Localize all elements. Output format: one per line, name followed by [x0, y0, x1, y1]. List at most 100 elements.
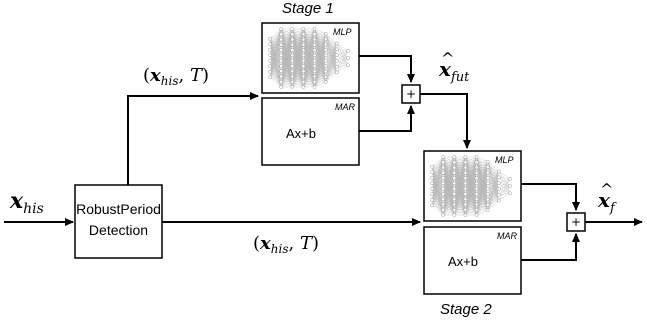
nn-node [268, 36, 272, 41]
nn-edge [280, 28, 293, 77]
nn-node [441, 165, 445, 170]
nn-node [268, 75, 272, 80]
nn-node [301, 48, 306, 52]
nn-edge [314, 33, 326, 45]
nn-edge [487, 171, 500, 205]
nn-edge [476, 161, 488, 168]
nn-edge [314, 60, 326, 88]
nn-edge [487, 177, 500, 195]
stage1-mar-box [261, 97, 360, 166]
nn-edge [498, 178, 511, 195]
stage2-mar-formula: Ax+b [448, 254, 478, 269]
nn-edge [442, 188, 455, 216]
nn-edge [269, 34, 282, 78]
nn-edge [454, 162, 466, 216]
nn-edge [292, 65, 304, 88]
nn-edge [269, 55, 282, 78]
nn-edge [280, 71, 293, 88]
nn-edge [325, 43, 338, 72]
nn-edge [336, 43, 349, 59]
nn-edge [454, 156, 466, 179]
nn-node [463, 181, 468, 186]
nn-edge [443, 156, 455, 168]
nn-edge [269, 28, 282, 45]
nn-node [279, 48, 283, 52]
nn-edge [454, 156, 466, 163]
nn-edge [303, 28, 315, 51]
nn-edge [280, 28, 293, 61]
nn-edge [465, 193, 477, 216]
nn-node [290, 42, 295, 47]
nn-edge [325, 60, 338, 83]
detection-label-line2: Detection [89, 222, 148, 238]
nn-edge [280, 28, 293, 72]
nn-edge [303, 60, 315, 88]
stage1-sum-symbol: + [406, 87, 416, 101]
nn-edge [431, 156, 444, 206]
nn-edge [498, 182, 511, 187]
nn-node [463, 160, 468, 165]
nn-edge [442, 156, 455, 216]
nn-edge [431, 156, 444, 200]
nn-edge [498, 171, 511, 179]
nn-node [441, 176, 445, 180]
nn-node [463, 197, 468, 202]
nn-edge [280, 28, 293, 56]
nn-edge [280, 34, 293, 88]
nn-edge [476, 161, 488, 179]
nn-edge [454, 172, 466, 216]
nn-node [441, 160, 445, 165]
nn-edge [336, 60, 349, 66]
nn-edge [314, 49, 326, 88]
nn-edge [498, 185, 511, 201]
nn-edge [325, 43, 337, 56]
nn-edge [465, 156, 477, 163]
nn-node [301, 53, 306, 58]
nn-node [279, 27, 283, 31]
nn-edge [292, 28, 304, 45]
nn-edge [498, 185, 511, 195]
nn-edge [431, 156, 444, 173]
nn-node [323, 58, 328, 63]
nn-edge [476, 199, 488, 216]
nn-edge [431, 156, 444, 167]
nn-node [323, 69, 328, 74]
nn-edge [476, 167, 488, 216]
nn-node [430, 186, 434, 191]
nn-edge [292, 28, 304, 66]
nn-edge [431, 205, 444, 216]
nn-edge [487, 171, 499, 184]
nn-edge [292, 60, 304, 88]
nn-edge [314, 28, 326, 34]
nn-edge [281, 76, 293, 88]
nn-node [268, 47, 272, 52]
nn-node [474, 165, 479, 170]
nn-edge [280, 28, 293, 88]
nn-node [463, 213, 468, 217]
nn-edge [476, 161, 488, 216]
nn-edge [292, 28, 304, 35]
nn-node [485, 192, 490, 196]
nn-node [335, 59, 339, 63]
nn-edge [303, 28, 315, 66]
nn-edge [498, 171, 511, 187]
nn-node [485, 176, 490, 180]
nn-edge [476, 204, 488, 216]
nn-edge [476, 172, 488, 216]
nn-node [312, 69, 317, 74]
nn-edge [314, 33, 326, 56]
nn-edge [269, 44, 282, 78]
nn-node [485, 186, 490, 191]
nn-node [463, 170, 468, 175]
nn-edge [476, 188, 488, 216]
nn-edge [465, 156, 477, 200]
nn-edge [431, 167, 444, 206]
nn-node [268, 64, 272, 69]
nn-edge [442, 199, 455, 216]
nn-edge [336, 65, 349, 73]
nn-edge [314, 33, 326, 72]
nn-node [290, 64, 295, 68]
nn-edge [269, 76, 282, 78]
stage2-mar-label: MAR [497, 231, 518, 241]
intermediate-hat: ^ [441, 49, 454, 68]
